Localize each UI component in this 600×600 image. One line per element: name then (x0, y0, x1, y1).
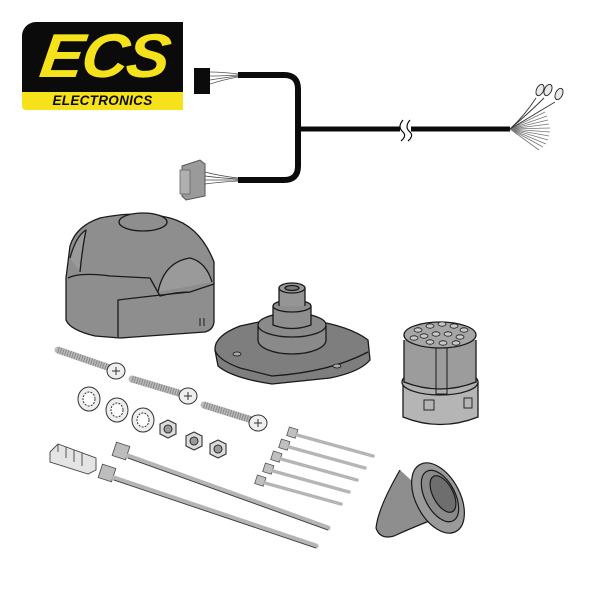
screw-icon (54, 346, 268, 432)
wire-harness-icon (179, 68, 564, 201)
socket-cover-icon (65, 212, 215, 339)
logo-subtitle-text: ELECTRONICS (52, 93, 153, 108)
wire-fanout-icon (509, 111, 551, 151)
plug-connector-icon (194, 68, 210, 94)
ecs-electronics-logo: ECS ELECTRONICS (22, 22, 183, 110)
nut-icon (159, 419, 227, 459)
socket-insert-icon (401, 321, 479, 426)
logo-yellow-band (22, 92, 183, 110)
oem-connector-icon (179, 159, 239, 201)
cable-clip-icon (49, 443, 97, 475)
grommet-icon (375, 462, 465, 538)
cable-tie-icon (97, 441, 331, 549)
cable-tie-icon (254, 426, 375, 506)
logo-black-panel (22, 22, 183, 92)
washer-icon (77, 386, 155, 433)
socket-base-icon (214, 282, 371, 385)
